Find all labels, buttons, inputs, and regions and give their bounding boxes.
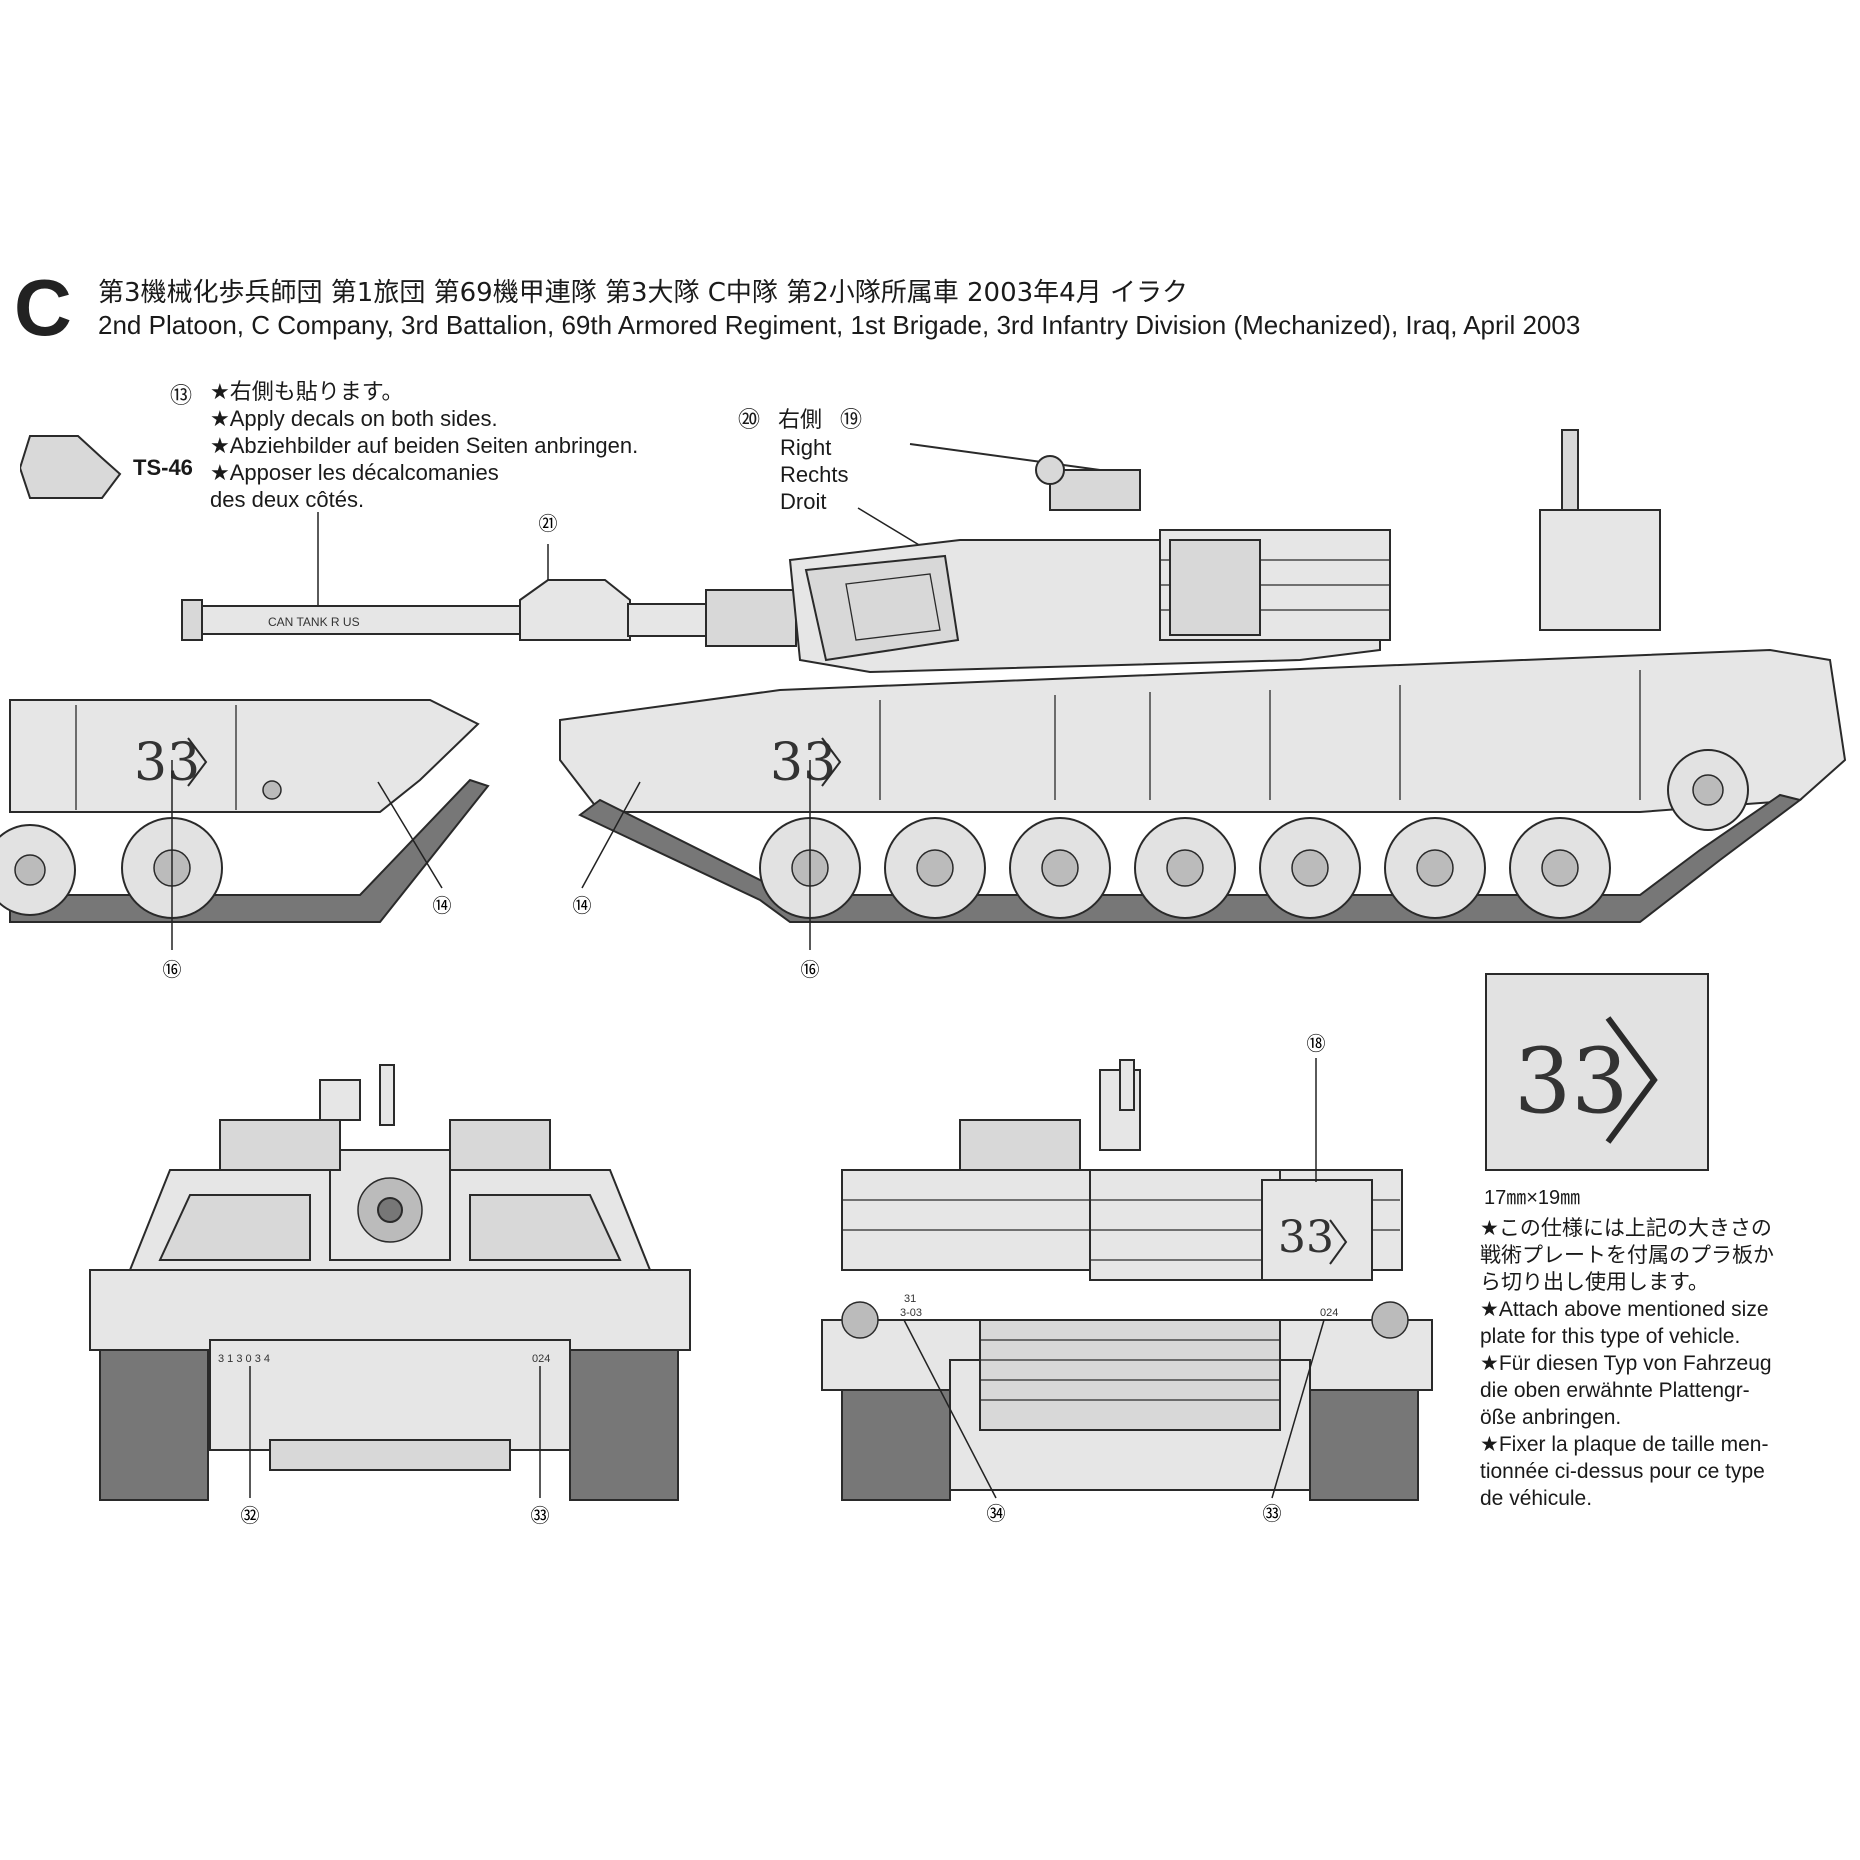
bore-evacuator <box>519 579 631 641</box>
note-right-fr: Droit <box>780 489 827 514</box>
plate-note-4: ★Attach above mentioned size <box>1480 1298 1769 1321</box>
front-left-window <box>158 1194 311 1261</box>
machine-gun <box>909 443 1101 471</box>
front-right-window <box>469 1194 622 1261</box>
plate-number: 33 <box>1514 1029 1629 1134</box>
turret-window <box>845 573 941 641</box>
mantlet <box>705 589 797 647</box>
tank-front-view: 3 1 3 0 3 4 024 ㉜ ㉝ <box>89 1064 691 1527</box>
callout-14-right: ⑭ <box>572 895 591 917</box>
callout-16-right: ⑯ <box>800 959 819 981</box>
front-right-code: 024 <box>532 1353 550 1365</box>
gun-barrel <box>181 605 523 635</box>
callout-21: ㉑ <box>538 513 557 535</box>
muzzle <box>181 599 203 641</box>
plate-size: 17㎜×19㎜ <box>1484 1187 1581 1209</box>
note-both-sides-en: ★Apply decals on both sides. <box>210 406 498 431</box>
front-left-code: 3 1 3 0 3 4 <box>218 1353 270 1365</box>
plate-note-8: öße anbringen. <box>1480 1406 1622 1429</box>
rear-left-code-2: 3-03 <box>900 1307 922 1319</box>
rear-bin <box>1539 509 1661 631</box>
callout-32: ㉜ <box>240 1505 259 1527</box>
callout-13: ⑬ <box>170 383 193 408</box>
gun-text: CAN TANK R US <box>268 615 360 629</box>
exhaust-grille <box>979 1319 1281 1431</box>
callout-33-rear: ㉝ <box>1262 1503 1281 1525</box>
rear-plate-number: 33 <box>1278 1212 1334 1263</box>
tank-left-side-view: 33 <box>0 699 490 923</box>
front-right-track <box>569 1339 679 1501</box>
leader-14-right <box>581 781 641 889</box>
note-both-sides-de: ★Abziehbilder auf beiden Seiten anbringe… <box>210 433 639 458</box>
paint-code: TS-46 <box>133 455 193 480</box>
plate-note-11: de véhicule. <box>1480 1487 1593 1510</box>
front-glacis <box>89 1269 691 1351</box>
note-both-sides-fr-2: des deux côtés. <box>210 487 365 512</box>
front-lower-hull <box>209 1339 571 1451</box>
tank-right-side-view: CAN TANK R US 33 <box>181 429 1847 923</box>
callout-34: ㉞ <box>986 1503 1005 1525</box>
note-right-en: Right <box>780 435 832 460</box>
note-both-sides-jp: ★右側も貼ります。 <box>210 379 404 404</box>
plate-note-10: tionnée ci-dessus pour ce type <box>1480 1460 1765 1483</box>
plate-note-5: plate for this type of vehicle. <box>1480 1325 1741 1348</box>
callout-14-left: ⑭ <box>432 895 451 917</box>
plate-note-7: die oben erwähnte Plattengr- <box>1480 1379 1750 1402</box>
turret-front-armor <box>804 554 960 662</box>
paint-chip-icon <box>20 435 122 499</box>
plate-note-1: ★この仕様には上記の大きさの <box>1480 1217 1772 1240</box>
left-track <box>9 778 490 923</box>
plate-note-6: ★Für diesen Typ von Fahrzeug <box>1480 1352 1772 1375</box>
hull <box>559 648 1847 813</box>
rear-left-code-1: 31 <box>904 1293 916 1305</box>
callout-33-front: ㉝ <box>530 1505 549 1527</box>
callout-16-left: ⑯ <box>162 959 181 981</box>
crosswind-sensor <box>1561 429 1579 511</box>
left-hull <box>9 699 480 813</box>
rear-chevron <box>1329 1219 1348 1265</box>
plate-note-9: ★Fixer la plaque de taille men- <box>1480 1433 1769 1456</box>
barrel-rear <box>627 603 709 637</box>
callout-20: ⑳ <box>738 407 761 432</box>
plate-note-3: ら切り出し使用します。 <box>1480 1271 1709 1294</box>
note-right-jp: 右側 <box>778 407 823 432</box>
note-both-sides-fr: ★Apposer les décalcomanies <box>210 460 499 485</box>
note-right-de: Rechts <box>780 462 849 487</box>
plate-chevron <box>1605 1016 1658 1144</box>
chevron-left <box>187 737 208 787</box>
rear-left-track <box>841 1379 951 1501</box>
tank-rear-view: 33 31 3-03 024 ⑱ ㉞ ㉝ <box>821 1033 1433 1525</box>
chevron-right <box>821 737 842 787</box>
tactical-plate: 33 <box>1485 973 1709 1171</box>
leader-33-rear <box>1271 1319 1325 1499</box>
rear-right-track <box>1309 1379 1419 1501</box>
callout-18: ⑱ <box>1306 1033 1325 1055</box>
rear-plate-bg <box>1261 1179 1373 1281</box>
rear-right-code: 024 <box>1320 1307 1338 1319</box>
leader-34 <box>903 1319 997 1499</box>
callout-19: ⑲ <box>840 407 863 432</box>
plate-note-2: 戦術プレートを付属のプラ板か <box>1480 1244 1774 1267</box>
scheme-title-jp: 第3機械化歩兵師団 第1旅団 第69機甲連隊 第3大隊 C中隊 第2小隊所属車 … <box>98 278 1188 308</box>
stowage-box <box>1169 539 1261 636</box>
scheme-letter: C <box>14 263 72 352</box>
scheme-title-en: 2nd Platoon, C Company, 3rd Battalion, 6… <box>98 310 1581 340</box>
leader-14-left <box>377 781 443 889</box>
front-left-track <box>99 1339 209 1501</box>
